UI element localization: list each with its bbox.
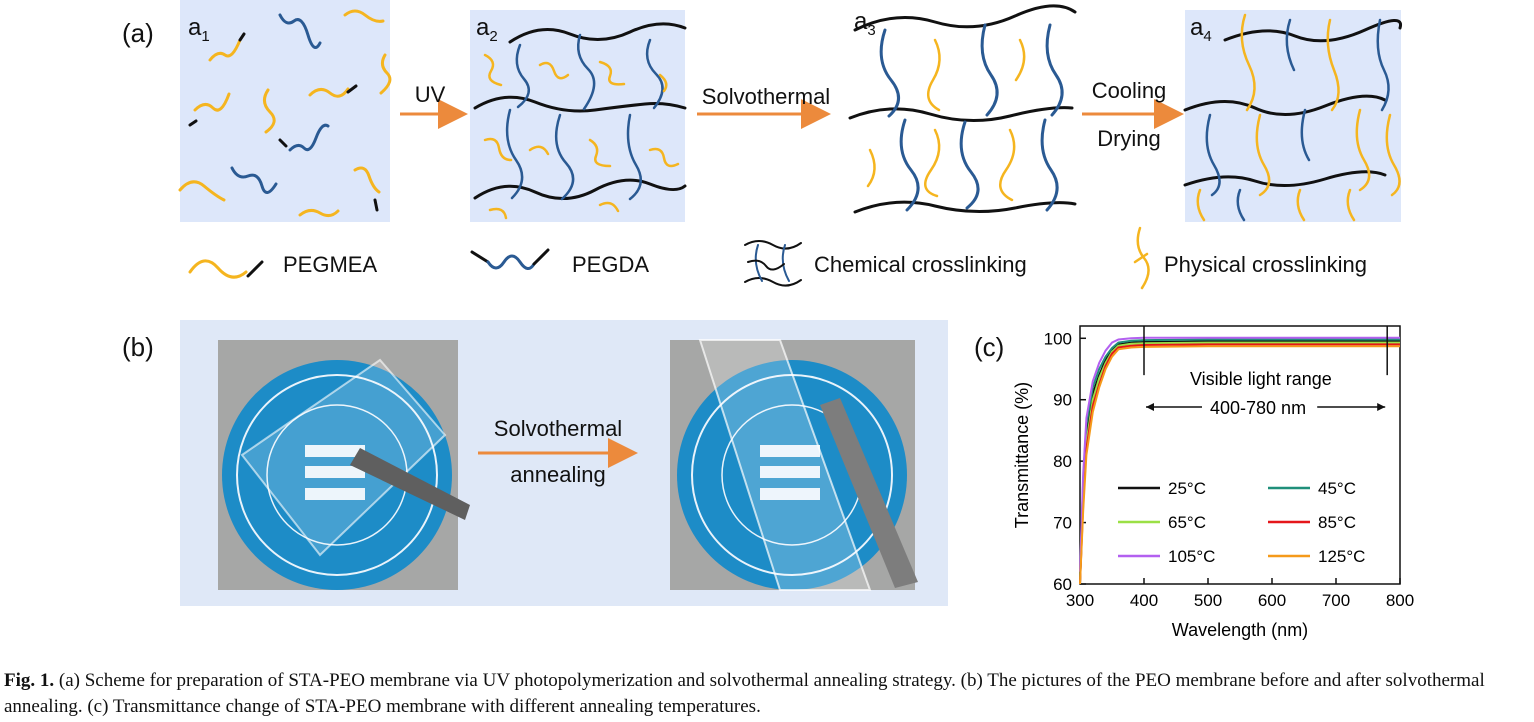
range-arrowhead-right <box>1377 403 1386 411</box>
arrow-label-solvothermal-b: Solvothermal <box>493 416 623 441</box>
step-a1-label: a1 <box>188 14 210 45</box>
series-line <box>1079 338 1400 578</box>
chart-legend: 25°C 45°C 65°C 85°C 105°C 125°C <box>1118 479 1365 566</box>
step-a4-label: a4 <box>1190 14 1212 45</box>
figure-caption: Fig. 1. (a) Scheme for preparation of ST… <box>4 668 1532 720</box>
transmittance-chart: 60 70 80 90 100 300 400 500 600 700 800 25°C 45°C 6… <box>1012 325 1414 640</box>
panel-a-label: (a) <box>122 18 154 48</box>
series-lines <box>1079 336 1400 585</box>
plot-frame <box>1079 325 1401 585</box>
series-line <box>1079 336 1400 572</box>
legend-label: 105°C <box>1168 547 1215 566</box>
box-a1 <box>180 0 390 222</box>
step-a3-label: a3 <box>854 8 876 39</box>
legend-label: 85°C <box>1318 513 1356 532</box>
x-tick-label: 600 <box>1258 591 1286 610</box>
y-axis-ticks: 60 70 80 90 100 <box>1044 329 1086 594</box>
arrow-label-annealing-b: annealing <box>510 462 606 487</box>
visible-range-markers <box>1143 326 1388 411</box>
legend-label: 65°C <box>1168 513 1206 532</box>
annotation-visible-range: Visible light range <box>1190 369 1332 389</box>
caption-text: (a) Scheme for preparation of STA-PEO me… <box>4 670 1485 717</box>
x-tick-label: 400 <box>1130 591 1158 610</box>
arrow-label-uv: UV <box>414 82 446 107</box>
legend-icons <box>188 226 1150 290</box>
panel-a-scheme <box>178 0 1403 290</box>
photo-after <box>670 339 918 591</box>
x-axis-label: Wavelength (nm) <box>1172 620 1308 640</box>
y-tick-label: 60 <box>1053 575 1072 594</box>
x-tick-label: 800 <box>1386 591 1414 610</box>
legend-label: 125°C <box>1318 547 1365 566</box>
annotation-range: 400-780 nm <box>1210 398 1306 418</box>
panel-b-label: (b) <box>122 332 154 362</box>
legend-physical-crosslinking: Physical crosslinking <box>1164 252 1367 277</box>
caption-fig-label: Fig. 1. <box>4 670 55 691</box>
a1-chains <box>178 9 392 218</box>
x-tick-label: 500 <box>1194 591 1222 610</box>
photo-before <box>218 340 470 590</box>
legend-chemical-crosslinking: Chemical crosslinking <box>814 252 1027 277</box>
y-tick-label: 90 <box>1053 391 1072 410</box>
a3-network <box>848 4 1077 214</box>
legend-pegda: PEGDA <box>572 252 650 277</box>
legend-label: 45°C <box>1318 479 1356 498</box>
y-axis-label: Transmittance (%) <box>1012 382 1032 528</box>
range-arrowhead-left <box>1146 403 1154 411</box>
x-tick-label: 700 <box>1322 591 1350 610</box>
legend-label: 25°C <box>1168 479 1206 498</box>
x-tick-label: 300 <box>1066 591 1094 610</box>
a2-network <box>473 22 687 220</box>
y-tick-label: 100 <box>1044 329 1072 348</box>
step-a2-label: a2 <box>476 14 498 45</box>
a4-network <box>1183 13 1403 222</box>
series-line <box>1079 345 1400 585</box>
panel-b-photos <box>180 320 948 606</box>
y-tick-label: 70 <box>1053 514 1072 533</box>
x-axis-ticks: 300 400 500 600 700 800 <box>1066 578 1414 610</box>
arrow-label-cooling: Cooling <box>1091 78 1167 103</box>
panel-c-label: (c) <box>974 332 1005 362</box>
arrow-label-drying: Drying <box>1097 126 1161 151</box>
arrow-label-solvothermal: Solvothermal <box>701 84 831 109</box>
y-tick-label: 80 <box>1053 452 1072 471</box>
legend-pegmea: PEGMEA <box>283 252 378 277</box>
